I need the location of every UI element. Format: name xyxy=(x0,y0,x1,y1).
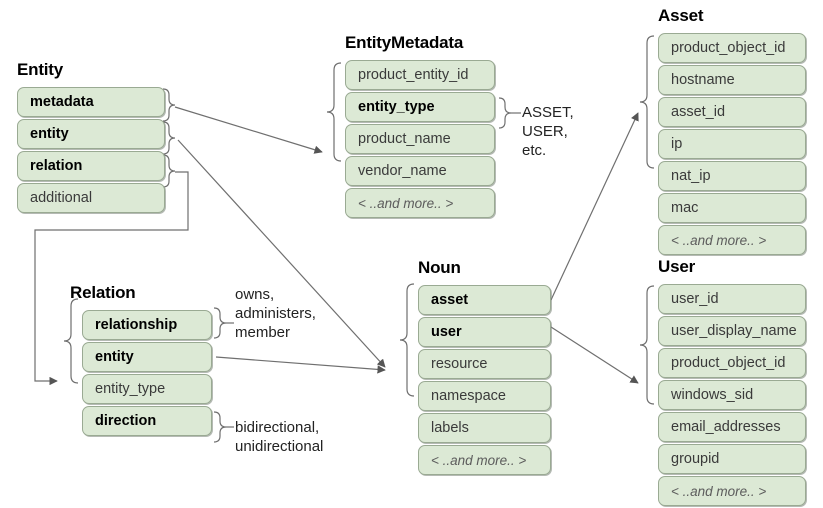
row-asset-and-more[interactable]: < ..and more.. > xyxy=(658,225,806,255)
row-entity-entity[interactable]: entity xyxy=(17,119,165,149)
annotation-relationship-values: owns, administers, member xyxy=(235,286,316,341)
group-title-noun: Noun xyxy=(418,258,461,277)
row-asset-product-object-id[interactable]: product_object_id xyxy=(658,33,806,63)
row-entitymetadata-and-more[interactable]: < ..and more.. > xyxy=(345,188,495,218)
brace-relationship xyxy=(213,307,227,339)
row-relation-entity[interactable]: entity xyxy=(82,342,212,372)
brace-user-group xyxy=(639,285,655,405)
row-asset-mac[interactable]: mac xyxy=(658,193,806,223)
brace-asset-group xyxy=(639,35,655,169)
group-title-asset: Asset xyxy=(658,6,704,25)
row-user-user-display-name[interactable]: user_display_name xyxy=(658,316,806,346)
row-entitymetadata-entity-type[interactable]: entity_type xyxy=(345,92,495,122)
row-noun-asset[interactable]: asset xyxy=(418,285,551,315)
group-asset: Asset product_object_id hostname asset_i… xyxy=(658,6,806,257)
row-asset-asset-id[interactable]: asset_id xyxy=(658,97,806,127)
row-entity-additional[interactable]: additional xyxy=(17,183,165,213)
group-entity: Entity metadata entity relation addition… xyxy=(17,60,165,215)
brace-direction xyxy=(213,411,227,443)
row-relation-relationship[interactable]: relationship xyxy=(82,310,212,340)
row-entity-metadata[interactable]: metadata xyxy=(17,87,165,117)
row-user-and-more[interactable]: < ..and more.. > xyxy=(658,476,806,506)
brace-entitymetadata-group xyxy=(326,62,342,162)
row-user-groupid[interactable]: groupid xyxy=(658,444,806,474)
group-entitymetadata: EntityMetadata product_entity_id entity_… xyxy=(345,33,495,220)
brace-entity-type xyxy=(498,97,512,129)
group-title-entitymetadata: EntityMetadata xyxy=(345,33,464,52)
group-rows-user: user_id user_display_name product_object… xyxy=(658,284,806,506)
group-rows-relation: relationship entity entity_type directio… xyxy=(82,310,212,436)
group-rows-entity: metadata entity relation additional xyxy=(17,87,165,213)
annotation-entity-type-values: ASSET, USER, etc. xyxy=(522,104,574,159)
row-user-email-addresses[interactable]: email_addresses xyxy=(658,412,806,442)
row-entitymetadata-product-name[interactable]: product_name xyxy=(345,124,495,154)
row-noun-namespace[interactable]: namespace xyxy=(418,381,551,411)
wire-user-to-user xyxy=(550,326,639,384)
row-asset-nat-ip[interactable]: nat_ip xyxy=(658,161,806,191)
row-user-windows-sid[interactable]: windows_sid xyxy=(658,380,806,410)
row-noun-user[interactable]: user xyxy=(418,317,551,347)
group-rows-asset: product_object_id hostname asset_id ip n… xyxy=(658,33,806,255)
row-relation-direction[interactable]: direction xyxy=(82,406,212,436)
row-entity-relation[interactable]: relation xyxy=(17,151,165,181)
group-rows-entitymetadata: product_entity_id entity_type product_na… xyxy=(345,60,495,218)
row-entitymetadata-product-entity-id[interactable]: product_entity_id xyxy=(345,60,495,90)
row-entitymetadata-vendor-name[interactable]: vendor_name xyxy=(345,156,495,186)
row-asset-ip[interactable]: ip xyxy=(658,129,806,159)
row-asset-hostname[interactable]: hostname xyxy=(658,65,806,95)
row-user-user-id[interactable]: user_id xyxy=(658,284,806,314)
annotation-direction-values: bidirectional, unidirectional xyxy=(235,419,324,455)
row-relation-entity-type[interactable]: entity_type xyxy=(82,374,212,404)
group-title-user: User xyxy=(658,257,696,276)
wire-relationentity-to-noun xyxy=(215,356,386,374)
group-relation: Relation relationship entity entity_type… xyxy=(70,283,212,438)
group-user: User user_id user_display_name product_o… xyxy=(658,257,806,508)
group-title-entity: Entity xyxy=(17,60,64,79)
row-noun-resource[interactable]: resource xyxy=(418,349,551,379)
group-noun: Noun asset user resource namespace label… xyxy=(418,258,551,477)
group-rows-noun: asset user resource namespace labels < .… xyxy=(418,285,551,475)
row-user-product-object-id[interactable]: product_object_id xyxy=(658,348,806,378)
brace-relation-group xyxy=(63,298,79,384)
row-noun-and-more[interactable]: < ..and more.. > xyxy=(418,445,551,475)
row-noun-labels[interactable]: labels xyxy=(418,413,551,443)
wire-metadata-to-entitymetadata xyxy=(174,106,323,154)
brace-noun-group xyxy=(399,283,415,397)
group-title-relation: Relation xyxy=(70,283,136,302)
